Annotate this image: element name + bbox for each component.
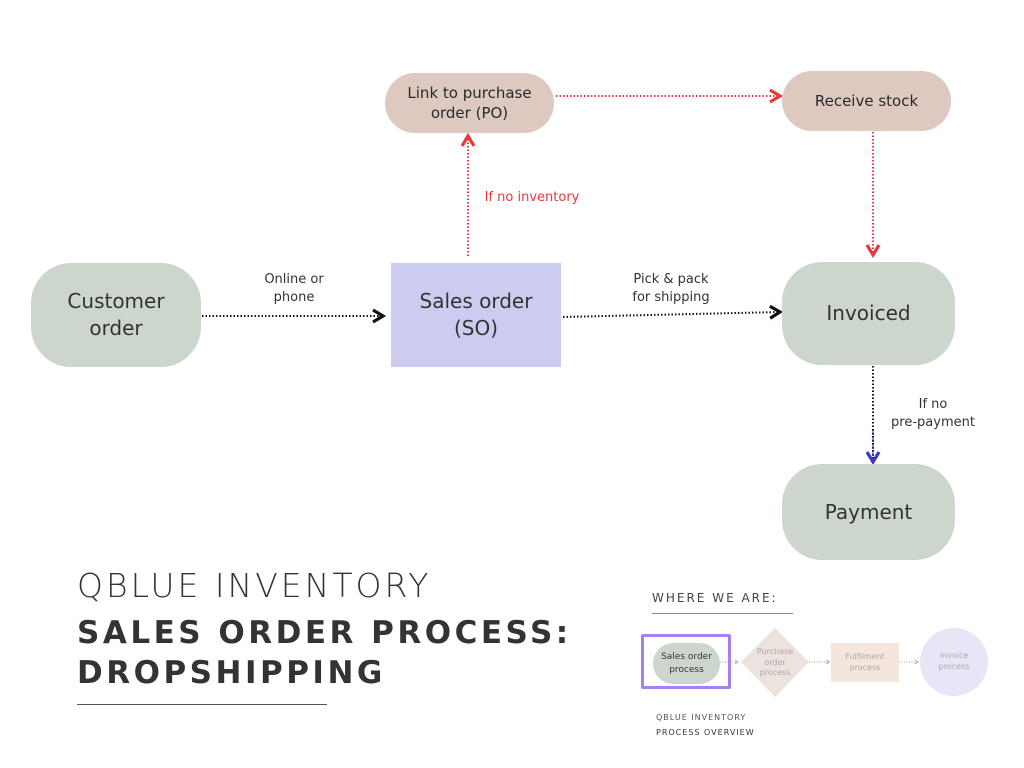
footer-process-overview: PROCESS OVERVIEW <box>656 728 755 737</box>
mini-step-invoice[interactable]: Invoice process <box>920 628 988 696</box>
label-if-no-prepayment: If no pre-payment <box>891 397 975 431</box>
node-sales-order[interactable]: Sales order (SO) <box>391 263 561 367</box>
node-payment[interactable]: Payment <box>782 464 955 560</box>
footer-brand: QBLUE INVENTORY <box>656 713 747 722</box>
current-step-highlight <box>641 634 731 689</box>
node-link-purchase-order[interactable]: Link to purchase order (PO) <box>385 73 554 133</box>
mini-step-sales-order[interactable]: Sales order process <box>653 643 720 684</box>
label-online-or-phone: Online or phone <box>264 272 324 306</box>
node-customer-order[interactable]: Customer order <box>31 263 201 367</box>
node-invoiced[interactable]: Invoiced <box>782 262 955 365</box>
title-divider <box>77 704 327 705</box>
title-brand: QBLUE INVENTORY <box>77 566 432 605</box>
mini-purchase-diamond <box>741 628 809 697</box>
where-we-are-divider <box>652 613 793 614</box>
node-receive-stock[interactable]: Receive stock <box>782 71 951 131</box>
arrow-so-to-invoiced <box>562 304 784 320</box>
mini-step-fulfilment[interactable]: Fulfilment process <box>831 643 899 682</box>
mini-step-purchase-order[interactable]: Purchase order process <box>756 646 794 678</box>
title-process: SALES ORDER PROCESS: DROPSHIPPING <box>77 615 572 691</box>
where-we-are-heading: WHERE WE ARE: <box>652 591 778 605</box>
label-if-no-inventory: If no inventory <box>484 190 580 205</box>
label-pick-and-pack: Pick & pack for shipping <box>632 272 710 306</box>
